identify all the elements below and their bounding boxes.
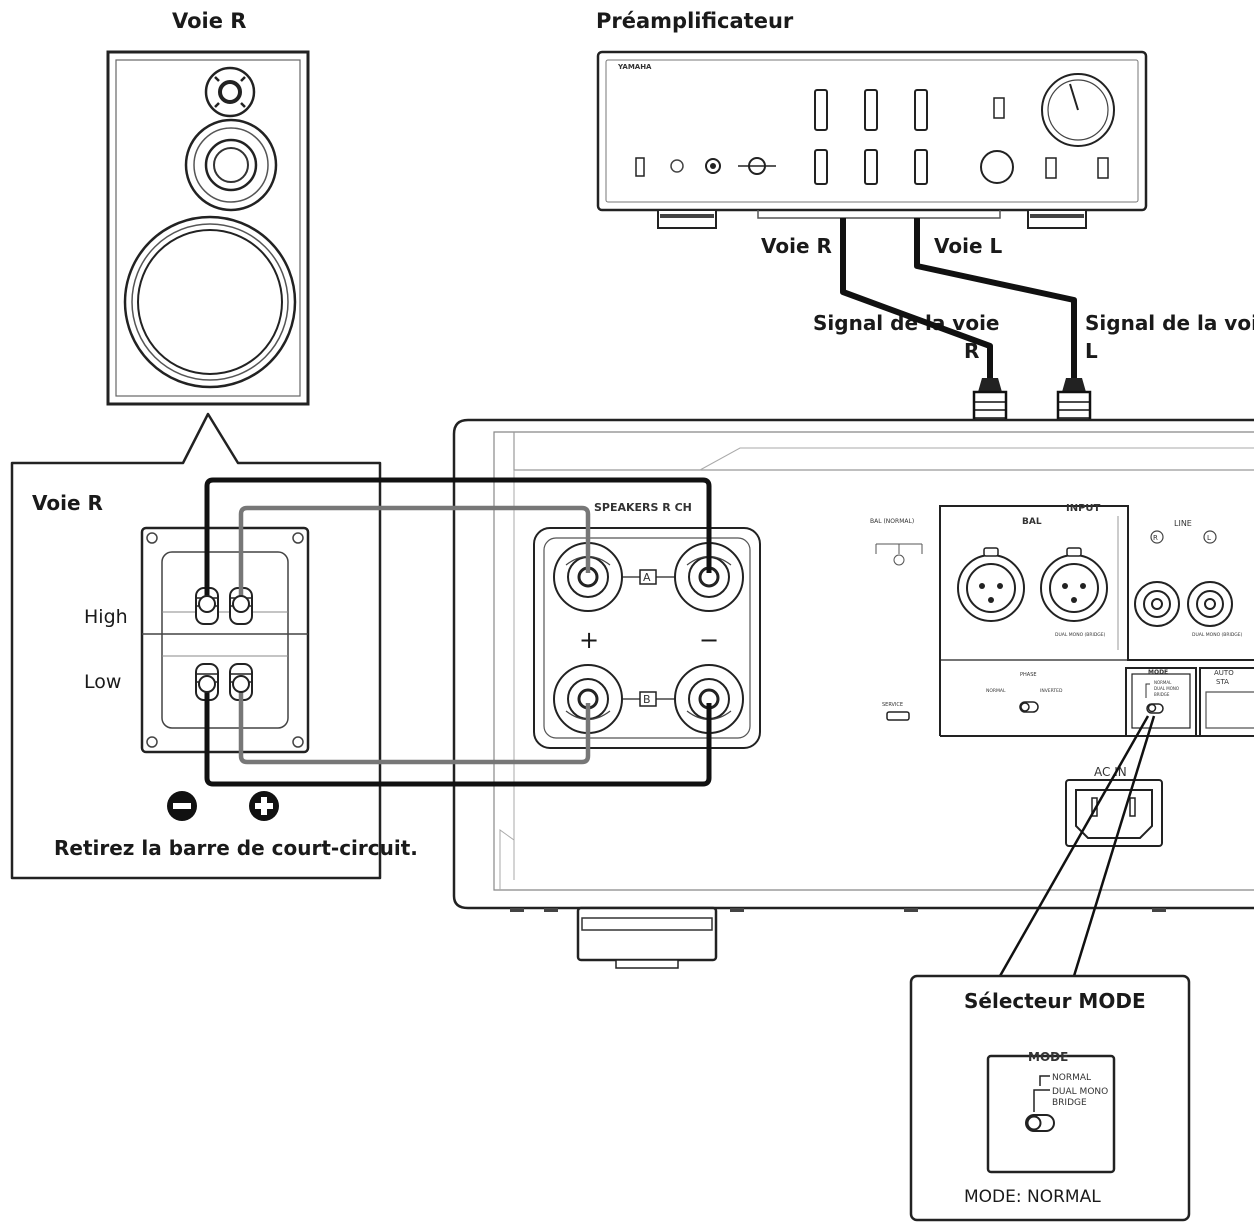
low-label: Low — [84, 671, 121, 693]
service-label: SERVICE — [882, 702, 903, 708]
cable-l — [914, 218, 1077, 380]
mode-box-bridge: BRIDGE — [1052, 1098, 1087, 1108]
speakers-rch-label: SPEAKERS R CH — [594, 501, 692, 514]
cable-l-label: Voie L — [934, 234, 1003, 258]
wire-low-minus — [204, 684, 712, 787]
signal-l-line2: L — [1085, 339, 1098, 363]
mode-selector-callout — [909, 974, 1191, 1222]
signal-r-line2: R — [964, 339, 979, 363]
amp-mode-dual: DUAL MONO — [1154, 686, 1179, 691]
line-l-label: L — [1207, 534, 1211, 542]
amp-mode-label: MODE — [1148, 669, 1168, 676]
amp-mode-bridge: BRIDGE — [1154, 692, 1170, 697]
input-label: INPUT — [1066, 503, 1101, 514]
wire-low-plus — [238, 684, 591, 765]
minus-icon — [167, 791, 197, 821]
plus-icon — [249, 791, 279, 821]
amp-mode-normal: NORMAL — [1154, 680, 1172, 685]
wire-high-plus — [238, 505, 591, 604]
mode-selector-title: Sélecteur MODE — [964, 989, 1146, 1013]
bal-dual-mono-label: DUAL MONO (BRIDGE) — [1055, 632, 1106, 638]
speaker-cabinet — [106, 50, 310, 406]
callout-line-right — [1072, 715, 1156, 977]
ac-inlet — [1065, 779, 1163, 847]
signal-l-line1: Signal de la voie — [1085, 311, 1254, 335]
bal-pin-selector — [875, 543, 923, 566]
zoom-title: Voie R — [32, 491, 103, 515]
terminal-b-label: B — [643, 693, 651, 706]
amp-speaker-terminals — [533, 527, 761, 749]
mode-box-label: MODE — [1028, 1050, 1068, 1064]
high-label: High — [84, 606, 128, 628]
remove-bar-note: Retirez la barre de court-circuit. — [54, 836, 418, 860]
cable-r — [840, 218, 993, 380]
cable-r-label: Voie R — [761, 234, 832, 258]
standby-label: STA — [1216, 678, 1229, 686]
bal-normal-label: BAL (NORMAL) — [870, 518, 914, 525]
mode-box-normal: NORMAL — [1052, 1073, 1091, 1083]
speaker-title: Voie R — [172, 9, 246, 33]
mode-status: MODE: NORMAL — [964, 1187, 1101, 1207]
minus-sign: − — [699, 626, 719, 654]
input-panel — [886, 505, 1254, 737]
phase-label: PHASE — [1020, 672, 1037, 678]
phase-inverted-label: INVERTED — [1040, 688, 1063, 694]
line-r-label: R — [1153, 534, 1158, 542]
auto-standby-box — [1199, 667, 1254, 737]
mode-switch-small — [1125, 667, 1197, 737]
preamp-title: Préamplificateur — [596, 9, 794, 33]
bal-label: BAL — [1022, 517, 1042, 527]
mode-box-dual: DUAL MONO — [1052, 1087, 1108, 1097]
phase-normal-label: NORMAL — [986, 688, 1006, 694]
line-dual-mono-label: DUAL MONO (BRIDGE) — [1192, 632, 1243, 638]
plus-sign: + — [579, 626, 599, 654]
line-label: LINE — [1174, 519, 1192, 528]
ac-in-label: AC IN — [1094, 765, 1127, 779]
speaker-terminal-plate — [140, 526, 310, 754]
terminal-a-label: A — [643, 571, 651, 584]
wire-high-minus — [204, 477, 712, 604]
callout-line-left — [998, 715, 1150, 977]
auto-label: AUTO — [1214, 669, 1234, 677]
preamp-brand: YAMAHA — [617, 63, 652, 71]
preamplifier — [596, 50, 1148, 229]
